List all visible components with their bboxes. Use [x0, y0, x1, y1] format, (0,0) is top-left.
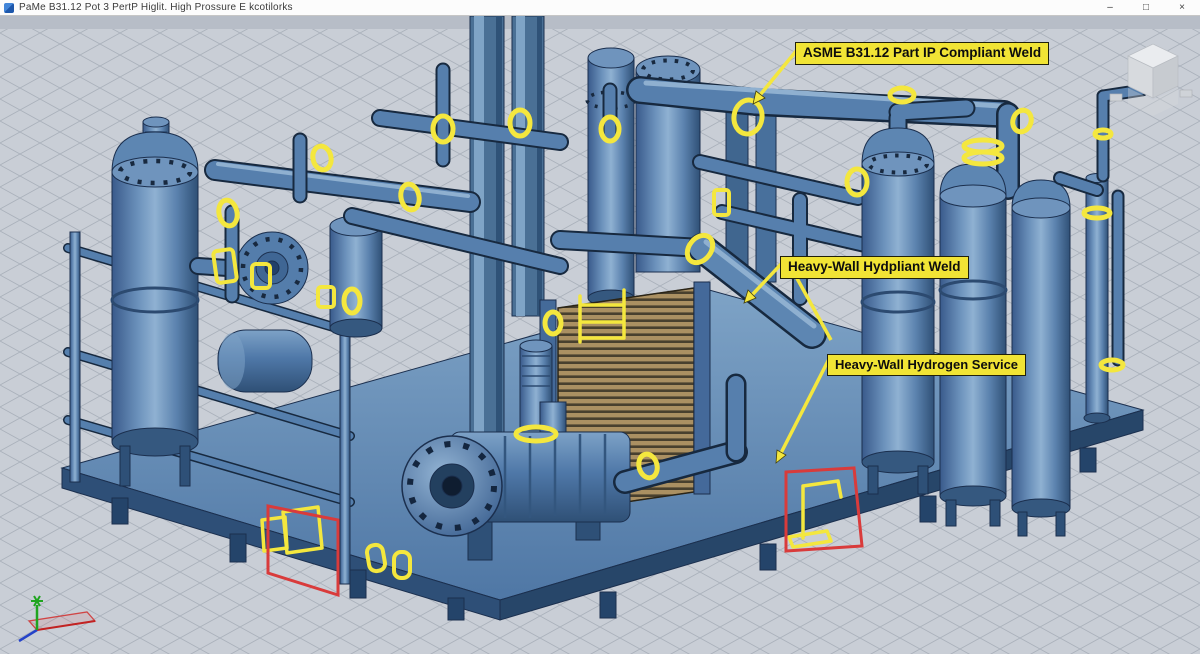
view-cube[interactable] — [1109, 43, 1193, 116]
z-axis — [18, 628, 38, 643]
skid-feet — [111, 447, 1097, 621]
canvas-viewport[interactable]: ASME B31.12 Part IP Compliant Weld Heavy… — [0, 16, 1200, 654]
red-highlight-box-right — [784, 466, 864, 553]
annotation-label-heavy-wall-weld[interactable]: Heavy-Wall Hydpliant Weld — [780, 256, 969, 279]
main-pump[interactable] — [401, 401, 631, 561]
leader-arrow-2 — [743, 259, 786, 304]
red-highlight-box-left — [266, 504, 340, 598]
top-pipe-run[interactable] — [626, 76, 1020, 200]
annotation-label-asme-compliant-weld[interactable]: ASME B31.12 Part IP Compliant Weld — [795, 42, 1050, 65]
leader-arrow-3 — [775, 358, 831, 464]
small-vessel[interactable] — [329, 215, 383, 338]
window-controls: – □ × — [1092, 0, 1200, 16]
right-column[interactable] — [1053, 83, 1149, 424]
right-vessel-2[interactable] — [938, 163, 1008, 527]
x-axis — [36, 620, 96, 631]
weld-highlight-boxes — [211, 188, 843, 580]
leader-arrow-1 — [752, 48, 799, 105]
up-axis-star — [31, 595, 43, 607]
maximize-button[interactable]: □ — [1142, 1, 1150, 13]
right-vessel-1[interactable] — [860, 127, 936, 495]
window-title: PaMe B31.12 Pot 3 PertP Higlit. High Pro… — [19, 2, 293, 13]
cad-scene — [0, 16, 1200, 654]
left-vertical-vessel[interactable] — [110, 116, 200, 487]
close-button[interactable]: × — [1179, 1, 1185, 13]
minimize-button[interactable]: – — [1107, 1, 1113, 13]
vertical-inline-pump[interactable] — [519, 339, 553, 431]
app-icon — [4, 2, 14, 13]
origin-triad — [18, 595, 97, 643]
annotation-label-hydrogen-service[interactable]: Heavy-Wall Hydrogen Service — [827, 354, 1027, 377]
title-bar: PaMe B31.12 Pot 3 PertP Higlit. High Pro… — [0, 0, 1200, 16]
horizontal-exchanger-vessel[interactable] — [217, 329, 313, 393]
weld-highlight-rings — [216, 85, 1126, 481]
